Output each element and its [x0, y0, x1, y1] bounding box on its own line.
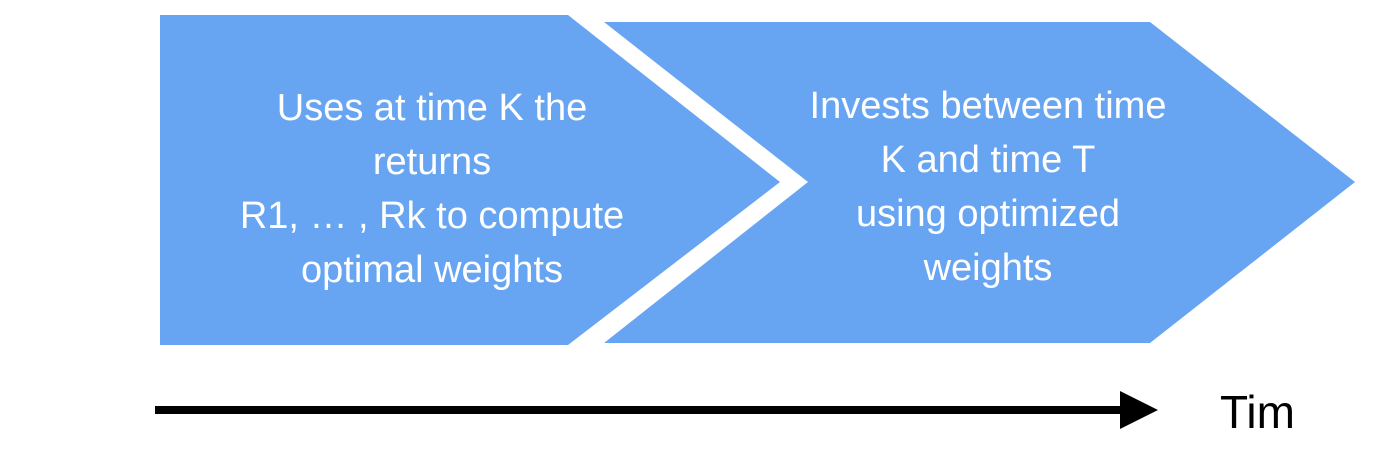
step-2-line: K and time T [880, 139, 1096, 181]
step-2-line: weights [923, 247, 1053, 289]
step-1-chevron [160, 15, 780, 345]
step-2-text: Invests between time K and time T using … [738, 79, 1238, 295]
step-1-text: Uses at time K the returns R1, … , Rk to… [182, 81, 682, 297]
step-2-line: Invests between time [809, 85, 1167, 127]
step-1-line: returns [372, 141, 492, 183]
time-axis-label: Tim [1220, 386, 1295, 438]
step-1-line: optimal weights [301, 249, 563, 291]
step-2-chevron [604, 22, 1355, 343]
time-arrow-head [1120, 391, 1158, 429]
step-1-line: Uses at time K the [276, 87, 588, 129]
step-2-line: using optimized [855, 193, 1121, 235]
step-1-line: R1, … , Rk to compute [239, 195, 625, 237]
